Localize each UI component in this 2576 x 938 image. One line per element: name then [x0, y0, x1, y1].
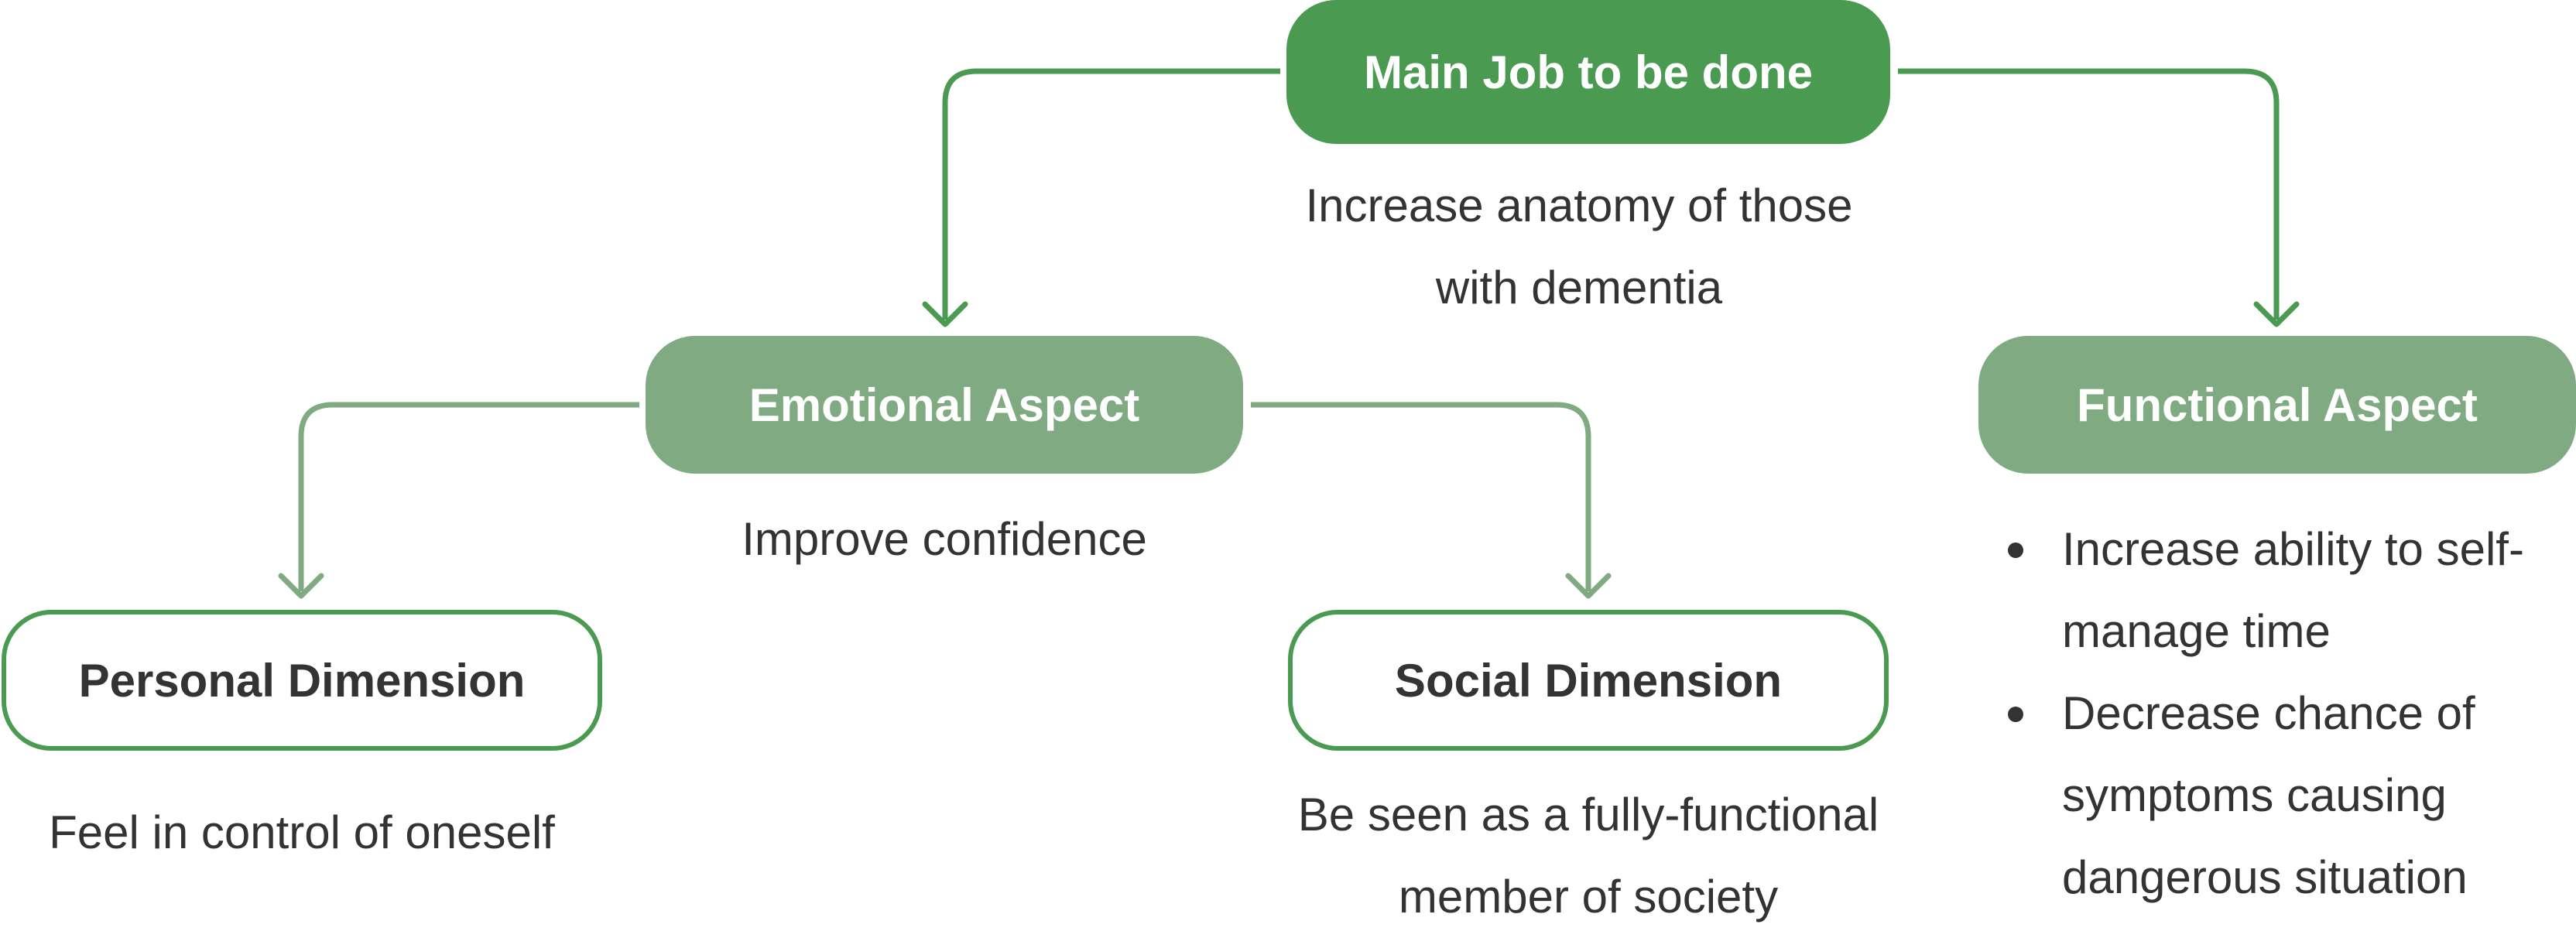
functional-aspect-node: Functional Aspect	[1978, 336, 2576, 474]
personal-dimension-description-line: Feel in control of oneself	[49, 806, 555, 858]
bullet-icon	[2008, 543, 2023, 558]
social-dimension-description-line: Be seen as a fully-functional	[1297, 789, 1879, 840]
bullet-line: Increase ability to self-	[2062, 523, 2524, 575]
emotional-aspect-description: Improve confidence	[635, 498, 1254, 580]
bullet-line: dangerous situation	[2062, 851, 2468, 903]
arrow-emotional-to-social	[1251, 402, 1612, 599]
social-dimension-label: Social Dimension	[1394, 654, 1783, 707]
functional-aspect-label: Functional Aspect	[2077, 378, 2478, 431]
emotional-aspect-node: Emotional Aspect	[646, 336, 1243, 474]
main-job-description-line: with dementia	[1435, 262, 1723, 313]
main-job-description: Increase anatomy of those with dementia	[1208, 165, 1951, 329]
main-job-node: Main Job to be done	[1286, 0, 1890, 144]
personal-dimension-node: Personal Dimension	[2, 610, 602, 751]
functional-aspect-bullet-list: Increase ability to self- manage time De…	[2008, 508, 2576, 919]
bullet-icon	[2008, 707, 2023, 722]
emotional-aspect-description-line: Improve confidence	[742, 513, 1147, 565]
arrow-main-to-emotional	[922, 68, 1280, 327]
main-job-label: Main Job to be done	[1364, 46, 1813, 98]
personal-dimension-label: Personal Dimension	[78, 654, 526, 707]
bullet-item: Increase ability to self- manage time	[2008, 508, 2576, 673]
emotional-aspect-label: Emotional Aspect	[748, 378, 1140, 431]
bullet-line: symptoms causing	[2062, 769, 2447, 821]
bullet-line: Decrease chance of	[2062, 687, 2475, 739]
social-dimension-description-line: member of society	[1398, 871, 1779, 923]
personal-dimension-description: Feel in control of oneself	[0, 792, 604, 874]
social-dimension-node: Social Dimension	[1288, 610, 1889, 751]
bullet-line: manage time	[2062, 605, 2331, 657]
social-dimension-description: Be seen as a fully-functional member of …	[1238, 774, 1938, 938]
main-job-description-line: Increase anatomy of those	[1305, 180, 1853, 231]
arrow-emotional-to-personal	[278, 402, 639, 599]
arrow-main-to-functional	[1898, 68, 2300, 327]
bullet-item: Decrease chance of symptoms causing dang…	[2008, 673, 2576, 919]
